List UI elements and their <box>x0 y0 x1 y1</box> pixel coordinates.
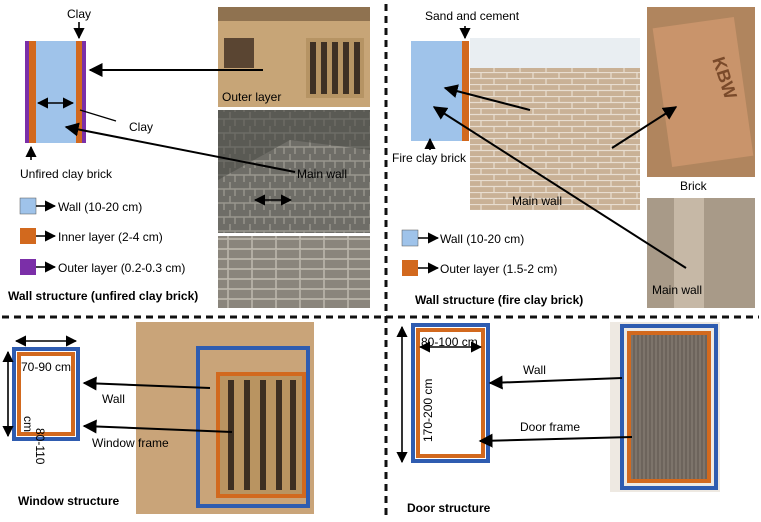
legend-outer-swatch <box>20 259 36 275</box>
unfired-wall-diagram <box>25 22 117 160</box>
fired-legend-wall-swatch <box>401 229 419 247</box>
photo-fired-wall-face <box>674 198 704 308</box>
unfired-outer-layer-right <box>82 41 86 143</box>
fired-title: Wall structure (fire clay brick) <box>415 293 583 307</box>
legend-inner-swatch <box>20 228 36 244</box>
unfired-outer-layer-left <box>25 41 29 143</box>
arrow-window-frame <box>82 419 233 434</box>
fired-label-sand: Sand and cement <box>425 9 520 23</box>
door-height-label: 170-200 cm <box>421 379 435 442</box>
window-diagram <box>2 335 80 441</box>
window-wall-border <box>12 347 80 441</box>
arrow-main-wall <box>64 122 296 173</box>
unfired-inner-layer-right <box>76 41 82 143</box>
legend-inner-text: Inner layer (2-4 cm) <box>58 230 163 244</box>
fired-legend-outer-text: Outer layer (1.5-2 cm) <box>440 262 557 276</box>
window-title: Window structure <box>18 494 120 508</box>
arrow-door-frame <box>478 433 633 448</box>
door-width-label: 80-100 cm <box>421 335 478 349</box>
photo-main-label: Main wall <box>297 167 347 181</box>
window-height-label-2: cm <box>21 416 35 432</box>
unfired-clay-mid-line <box>79 109 117 122</box>
photo-outer-window-bars <box>306 38 364 98</box>
arrow-fired-main-wall-2 <box>432 106 687 269</box>
photo-stacked-bricks <box>218 236 370 308</box>
unfired-title: Wall structure (unfired clay brick) <box>8 289 198 303</box>
photo-window-bars <box>228 380 296 490</box>
photo-outer-roof <box>218 7 370 21</box>
door-wall-border <box>411 323 490 463</box>
legend-wall-swatch <box>19 197 37 215</box>
photo-main-wall-top <box>218 110 370 180</box>
photo-door-frame-outline <box>627 331 711 483</box>
photo-outer-window-left <box>224 38 254 68</box>
unfired-inner-layer-left <box>29 41 36 143</box>
fired-legend-outer-swatch <box>402 260 418 276</box>
door-frame-label: Door frame <box>520 420 580 434</box>
door-title: Door structure <box>407 501 491 515</box>
fired-wall-diagram <box>411 26 471 150</box>
photo-brick-block <box>652 16 754 168</box>
door-wall-label: Wall <box>523 363 546 377</box>
photo-window-wall-outline <box>196 346 310 508</box>
window-width-label: 70-90 cm <box>21 360 71 374</box>
photo-fired-main-label-2: Main wall <box>652 283 702 297</box>
fired-label-brick: Fire clay brick <box>392 151 467 165</box>
window-frame-border <box>17 352 75 436</box>
unfired-label-brick: Unfired clay brick <box>20 167 113 181</box>
arrow-door-wall <box>488 375 623 390</box>
photo-brick-label: Brick <box>680 179 708 193</box>
photo-fired-sky <box>470 38 640 68</box>
fired-outer-layer <box>462 41 469 141</box>
photo-outer-label: Outer layer <box>222 90 281 104</box>
legend-wall-text: Wall (10-20 cm) <box>58 200 142 214</box>
photo-fired-main-label: Main wall <box>512 194 562 208</box>
arrow-fired-brick <box>611 106 678 149</box>
unfired-label-clay-top: Clay <box>67 7 91 21</box>
window-wall-label: Wall <box>102 392 125 406</box>
photo-door-wall-outline <box>620 324 718 490</box>
unfired-legend: Wall (10-20 cm) Inner layer (2-4 cm) Out… <box>19 197 185 275</box>
arrow-window-wall <box>82 376 211 391</box>
window-height-label-1: 80-110 <box>33 428 47 465</box>
arrow-fired-main-wall <box>443 84 531 111</box>
door-diagram <box>396 323 490 464</box>
unfired-label-clay-mid: Clay <box>129 120 153 134</box>
window-frame-label: Window frame <box>92 436 169 450</box>
fired-legend: Wall (10-20 cm) Outer layer (1.5-2 cm) <box>401 229 557 276</box>
fired-legend-wall-text: Wall (10-20 cm) <box>440 232 524 246</box>
legend-outer-text: Outer layer (0.2-0.3 cm) <box>58 261 185 275</box>
